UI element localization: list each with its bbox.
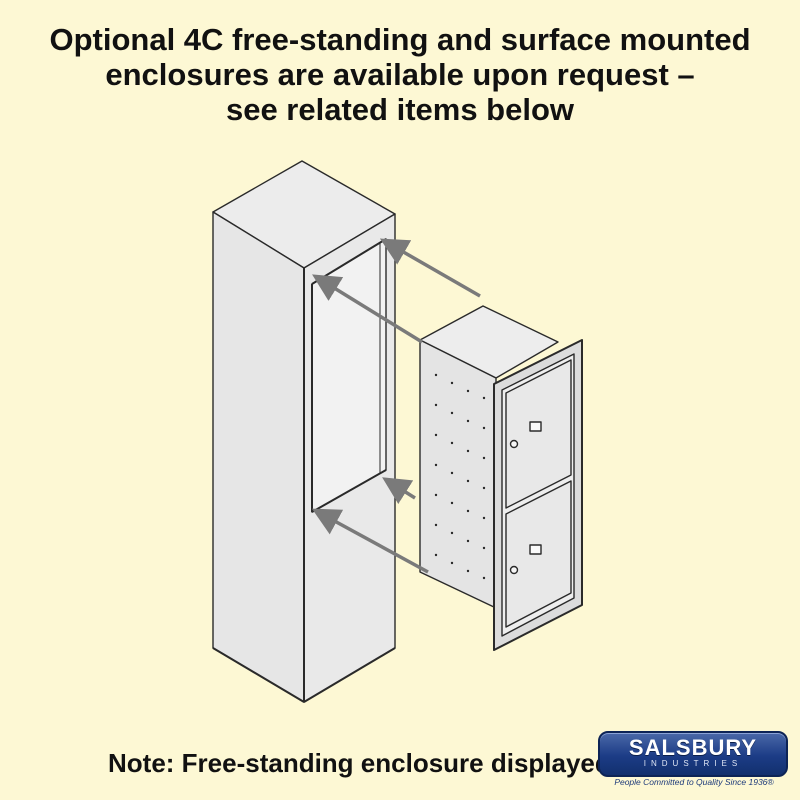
headline-line-1: Optional 4C free-standing and surface mo…	[49, 22, 751, 57]
logo-tagline: People Committed to Quality Since 1936®	[614, 777, 774, 787]
door-lower-label	[529, 544, 542, 555]
pedestal-left-side	[212, 211, 305, 703]
side-holes	[434, 373, 486, 580]
door-upper-label	[529, 421, 542, 432]
door-upper-lock	[509, 439, 519, 449]
logo-subtitle: INDUSTRIES	[643, 759, 743, 768]
arrow-upper-front	[312, 274, 423, 344]
headline-line-2: enclosures are available upon request –	[105, 57, 695, 92]
door-upper	[505, 359, 572, 509]
assembly-arrows	[311, 238, 481, 574]
door-lower-lock	[509, 565, 519, 575]
arrow-lower-front	[311, 508, 429, 574]
pedestal-enclosure	[212, 160, 396, 703]
salsbury-logo: SALSBURY INDUSTRIES People Committed to …	[594, 731, 794, 791]
arrow-lower-back	[382, 477, 416, 505]
unit-side	[419, 339, 497, 609]
headline: Optional 4C free-standing and surface mo…	[0, 22, 800, 127]
logo-badge: SALSBURY INDUSTRIES	[598, 731, 788, 777]
logo-name: SALSBURY	[628, 735, 758, 760]
note-text: Note: Free-standing enclosure displayed	[108, 748, 611, 778]
headline-line-3: see related items below	[225, 92, 575, 127]
arrow-upper-back	[379, 238, 481, 298]
mailbox-unit	[419, 305, 583, 651]
